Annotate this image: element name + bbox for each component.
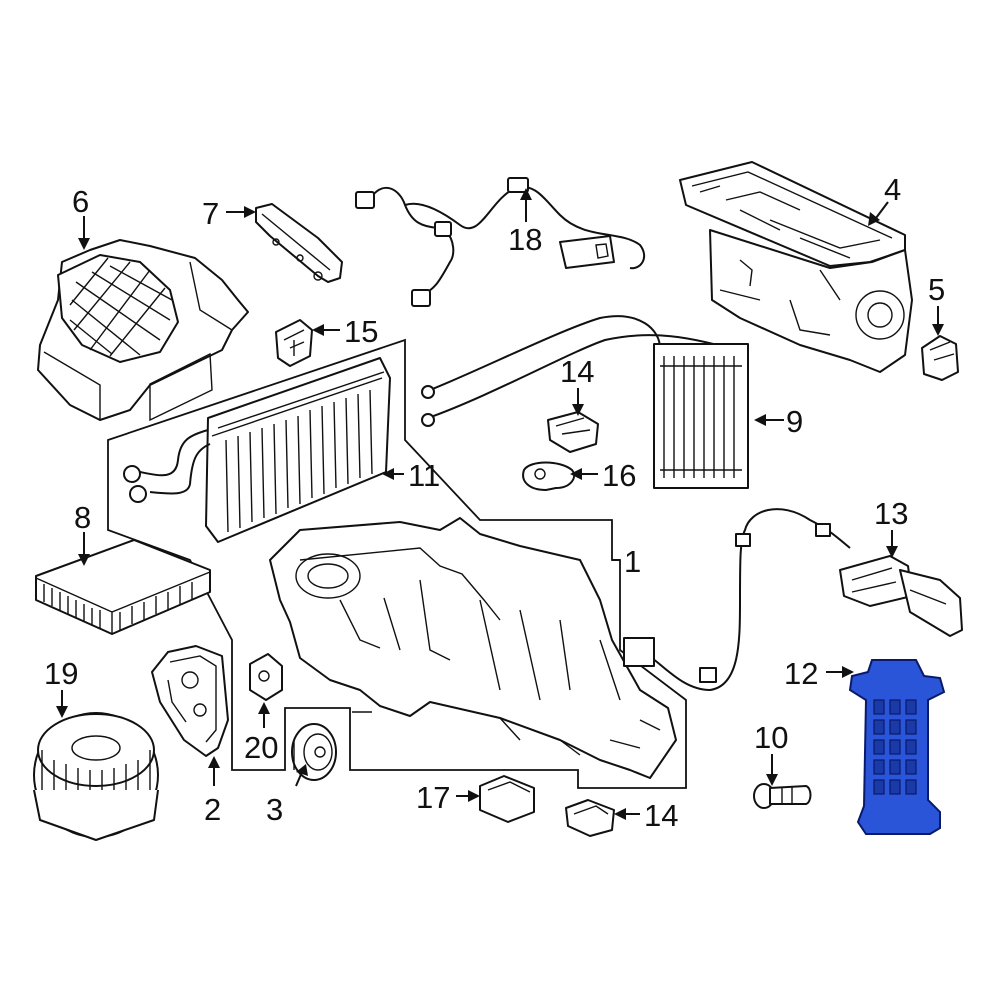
highlighted-filter[interactable] — [848, 659, 946, 835]
evaporator-core[interactable] — [123, 357, 391, 543]
callout-20: 20 — [244, 730, 278, 765]
heater-core[interactable] — [421, 315, 749, 489]
callout-labels: 1 2 3 4 5 6 7 8 9 10 11 12 13 14 14 15 1… — [44, 172, 945, 833]
cabin-filter[interactable] — [35, 539, 211, 635]
actuator-harness[interactable] — [623, 508, 963, 692]
callout-4: 4 — [884, 172, 901, 207]
callout-1: 1 — [624, 544, 641, 579]
callout-3: 3 — [266, 792, 283, 827]
callout-14-lower: 14 — [644, 798, 678, 833]
gasket[interactable] — [522, 461, 575, 491]
callout-10: 10 — [754, 720, 788, 755]
rear-housing[interactable] — [679, 161, 913, 373]
small-bracket[interactable] — [249, 653, 283, 701]
actuator-motor[interactable] — [291, 723, 337, 781]
connector-lower[interactable] — [565, 799, 615, 837]
callout-5: 5 — [928, 272, 945, 307]
bracket[interactable] — [255, 203, 343, 283]
callout-8: 8 — [74, 500, 91, 535]
callout-7: 7 — [202, 196, 219, 231]
callout-11: 11 — [408, 458, 440, 493]
callout-18: 18 — [508, 222, 542, 257]
callout-16: 16 — [602, 458, 636, 493]
callout-2: 2 — [204, 792, 221, 827]
callout-9: 9 — [786, 404, 803, 439]
connector-upper[interactable] — [547, 411, 599, 453]
clip[interactable] — [275, 319, 313, 367]
wiring-harness[interactable] — [355, 177, 646, 307]
callout-12: 12 — [784, 656, 818, 691]
callout-13: 13 — [874, 496, 908, 531]
air-inlet-housing[interactable] — [37, 239, 249, 422]
leader-lines — [56, 188, 944, 820]
blower-motor[interactable] — [33, 712, 159, 841]
mode-door[interactable] — [151, 645, 229, 757]
assembly-frame — [107, 338, 687, 789]
callout-14-upper: 14 — [560, 354, 594, 389]
callout-15: 15 — [344, 314, 378, 349]
callout-19: 19 — [44, 656, 78, 691]
callout-6: 6 — [72, 184, 89, 219]
callout-17: 17 — [416, 780, 450, 815]
hvac-case[interactable] — [269, 517, 677, 779]
sensor[interactable] — [921, 335, 959, 381]
connector-17[interactable] — [479, 775, 535, 823]
bolt[interactable] — [753, 783, 812, 809]
